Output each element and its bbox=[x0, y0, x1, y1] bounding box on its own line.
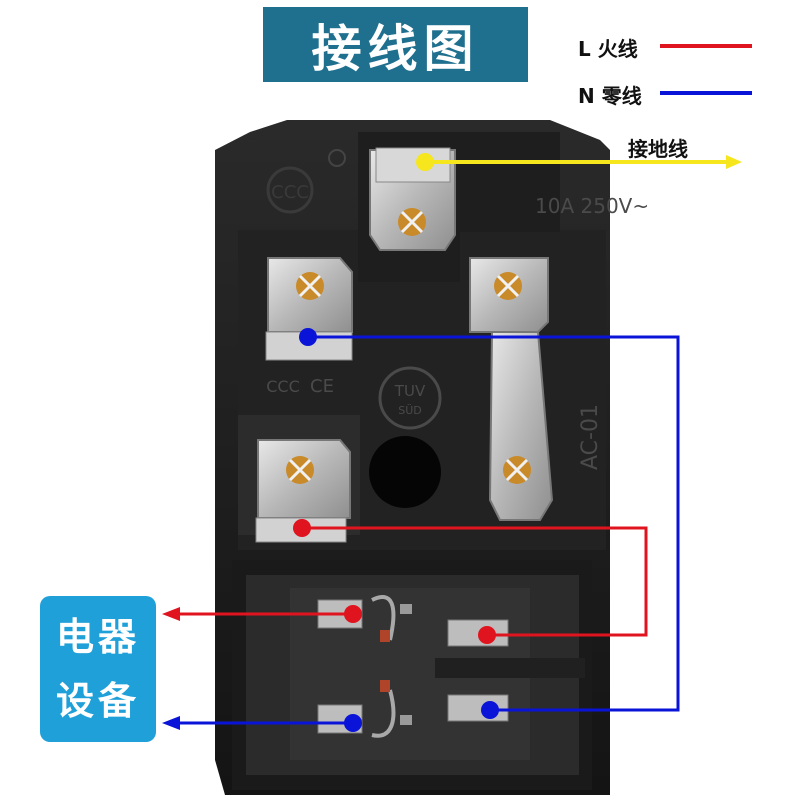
title-banner: 接线图 bbox=[263, 7, 528, 82]
live-device-dot bbox=[344, 605, 362, 623]
earth-arrow-icon bbox=[726, 155, 742, 169]
ccc-mark-text: CCC bbox=[266, 377, 300, 396]
device-label-line1: 电器 bbox=[55, 615, 140, 659]
ce-mark-text: CE bbox=[310, 376, 334, 397]
neutral-wire bbox=[162, 328, 680, 732]
live-arrow-icon bbox=[162, 607, 180, 621]
embossed-markings: CCC 10A 250V~ CCC CE TUV SÜD AC-01 bbox=[266, 149, 649, 470]
tuv-seal-icon bbox=[378, 366, 442, 430]
neutral-inlet-dot bbox=[299, 328, 317, 346]
neutral-device-dot bbox=[344, 714, 362, 732]
earth-terminal bbox=[369, 147, 456, 251]
live-inlet-dot bbox=[293, 519, 311, 537]
earth-legend-label: 接地线 bbox=[628, 137, 688, 161]
ground-symbol-icon bbox=[328, 149, 346, 167]
rating-text: 10A 250V~ bbox=[535, 194, 649, 218]
ccc-logo-icon bbox=[266, 166, 314, 214]
device-label-line2: 设备 bbox=[55, 679, 140, 723]
device-box: 电器 设备 bbox=[40, 596, 156, 742]
live-inlet-terminal bbox=[469, 257, 554, 521]
legend-lines bbox=[660, 44, 752, 95]
page-title: 接线图 bbox=[311, 19, 480, 78]
model-text: AC-01 bbox=[578, 404, 603, 470]
live-wire bbox=[162, 519, 648, 644]
ccc-logo-mark: CCC bbox=[271, 182, 309, 203]
live-output-dot bbox=[478, 626, 496, 644]
earth-wire bbox=[416, 153, 742, 171]
tuv-text: TUV bbox=[394, 382, 426, 400]
live-legend-label: L 火线 bbox=[578, 37, 638, 61]
neutral-inlet-terminal bbox=[265, 257, 353, 361]
earth-wire-dot bbox=[416, 153, 434, 171]
neutral-arrow-icon bbox=[162, 716, 180, 730]
neutral-legend-label: N 零线 bbox=[578, 84, 642, 108]
sud-text: SÜD bbox=[398, 404, 422, 417]
neutral-output-dot bbox=[481, 701, 499, 719]
